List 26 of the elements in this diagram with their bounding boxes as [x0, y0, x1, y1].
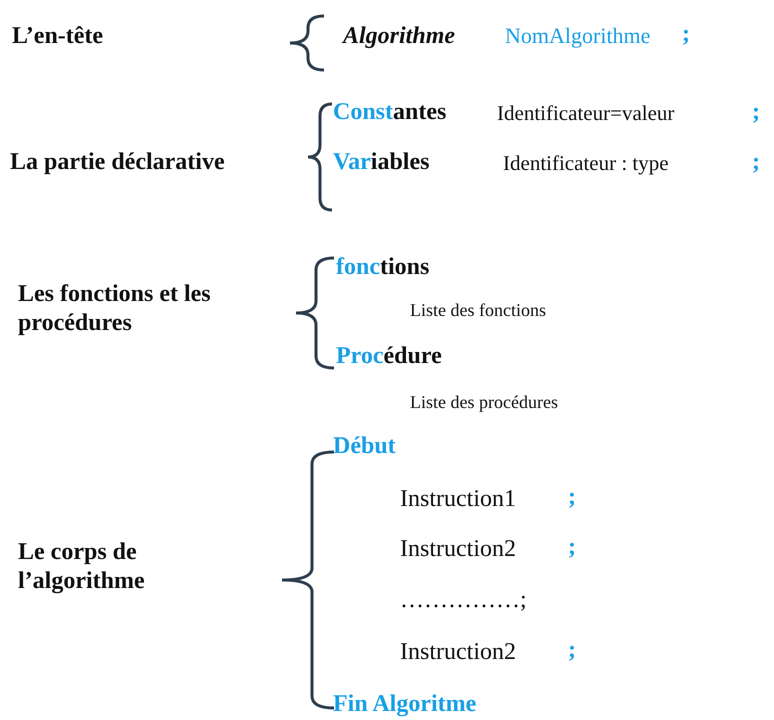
section-heading: La partie déclarative: [10, 148, 225, 177]
semicolon: ;: [682, 20, 690, 49]
keyword: fonctions: [336, 253, 430, 282]
instruction-text: Instruction1: [400, 485, 516, 514]
section-heading: Les fonctions et les procédures: [18, 280, 212, 338]
keyword: Fin Algoritme: [333, 690, 476, 719]
list-text: Liste des fonctions: [410, 300, 546, 322]
algorithm-name: NomAlgorithme: [505, 23, 650, 50]
semicolon: ;: [568, 533, 576, 562]
keyword: Procédure: [336, 342, 442, 371]
declaration-text: Identificateur=valeur: [497, 101, 674, 126]
section-heading: L’en-tête: [12, 22, 104, 51]
declaration-text: Identificateur : type: [503, 151, 669, 176]
instruction-text: Instruction2: [400, 638, 516, 667]
semicolon: ;: [752, 148, 760, 177]
keyword: Algorithme: [343, 22, 456, 51]
keyword: Constantes: [333, 98, 446, 127]
section-heading: Le corps de l’algorithme: [18, 538, 146, 596]
ellipsis-instruction: ……………;: [400, 586, 527, 615]
semicolon: ;: [568, 483, 576, 512]
keyword: Début: [333, 432, 396, 461]
list-text: Liste des procédures: [410, 392, 558, 414]
semicolon: ;: [752, 98, 760, 127]
instruction-text: Instruction2: [400, 535, 516, 564]
semicolon: ;: [568, 636, 576, 665]
keyword: Variables: [333, 148, 430, 177]
